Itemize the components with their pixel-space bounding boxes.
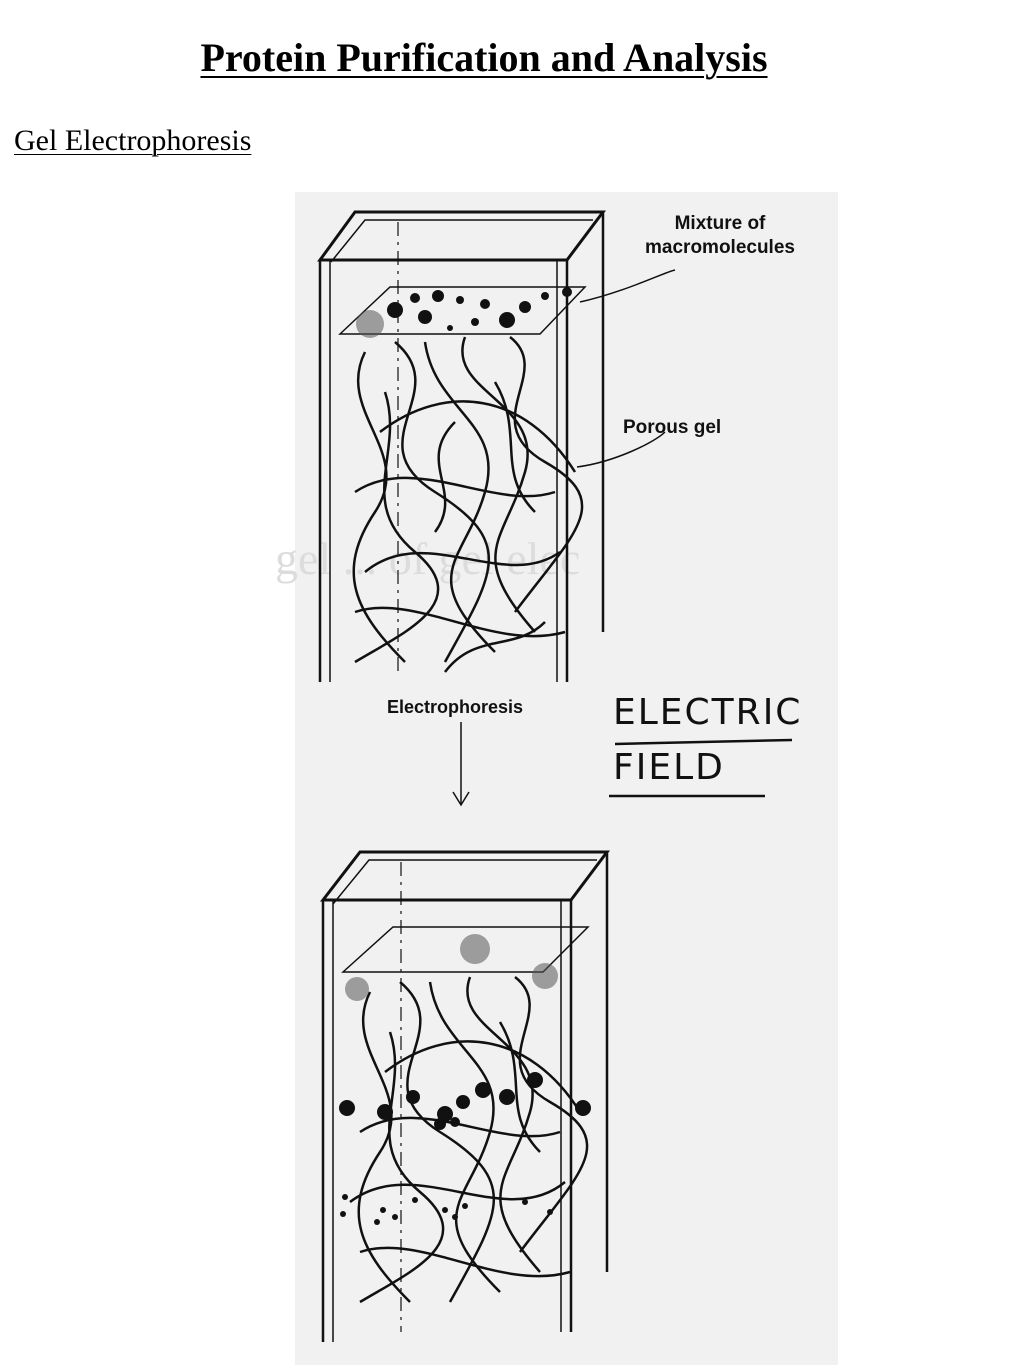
handwritten-field: FIELD — [613, 747, 725, 788]
bleed-through-text: gel ... of gel elec — [275, 533, 581, 584]
top-macromolecule-dots — [387, 287, 572, 331]
label-mixture-of-macromolecules: Mixture of macromolecules — [625, 212, 815, 260]
top-gel-column — [317, 210, 676, 682]
page-title: Protein Purification and Analysis — [200, 35, 768, 80]
gel-electrophoresis-figure: gel ... of gel elec — [275, 192, 838, 1365]
label-mixture-line1: Mixture of — [674, 213, 766, 234]
gel-diagram — [317, 210, 793, 1342]
stippled-spots — [345, 310, 558, 1001]
label-porous-gel: Porous gel — [623, 417, 722, 438]
handwritten-electric: ELECTRIC — [613, 692, 803, 733]
label-electrophoresis: Electrophoresis — [387, 697, 524, 717]
label-mixture-line2: macromolecules — [645, 237, 795, 258]
bottom-macromolecule-dots — [339, 1072, 591, 1225]
section-heading: Gel Electrophoresis — [14, 124, 252, 157]
bottom-gel-column — [319, 850, 610, 1342]
